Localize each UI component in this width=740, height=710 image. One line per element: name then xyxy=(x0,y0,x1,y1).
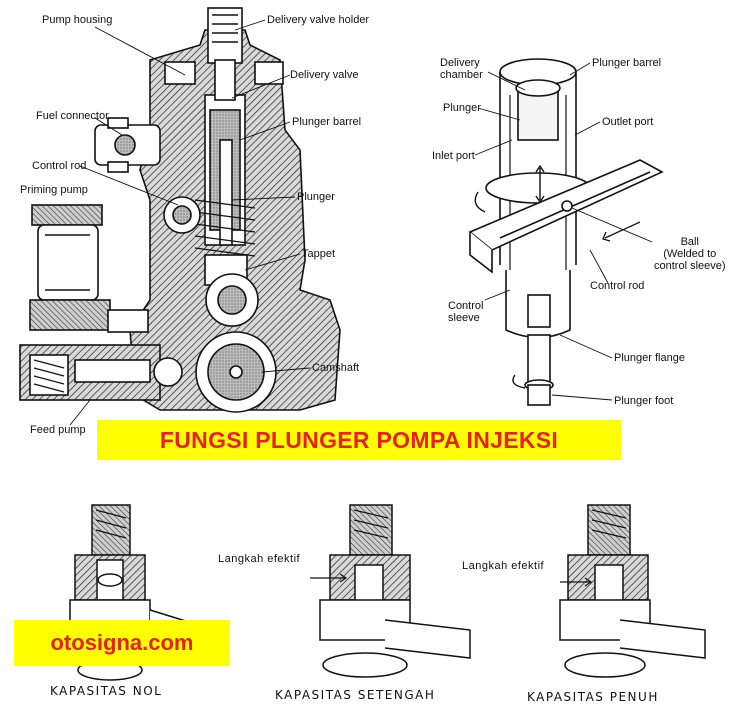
caption-zero-capacity: KAPASITAS NOL xyxy=(50,684,163,698)
caption-full-capacity: KAPASITAS PENUH xyxy=(527,690,659,704)
label-feed-pump: Feed pump xyxy=(30,424,86,436)
panel-full-art xyxy=(559,504,706,678)
label-effective-stroke-half: Langkah efektif xyxy=(218,553,301,565)
site-watermark: otosigna.com xyxy=(14,620,230,666)
left-leader-lines xyxy=(69,19,311,426)
label-control-rod-right: Control rod xyxy=(590,280,645,292)
label-inlet-port: Inlet port xyxy=(432,150,475,162)
label-plunger-barrel-left: Plunger barrel xyxy=(292,116,362,128)
label-plunger-foot: Plunger foot xyxy=(614,395,674,407)
label-plunger-flange: Plunger flange xyxy=(614,352,685,364)
label-effective-stroke-full: Langkah efektif xyxy=(462,560,545,572)
watermark-text: otosigna.com xyxy=(50,630,194,655)
title-banner: FUNGSI PLUNGER POMPA INJEKSI xyxy=(97,420,621,460)
plunger-barrel-diagram xyxy=(468,58,664,406)
label-delivery-valve-holder: Delivery valve holder xyxy=(267,14,370,26)
pump-cross-section xyxy=(19,7,341,413)
page-title: FUNGSI PLUNGER POMPA INJEKSI xyxy=(159,426,559,453)
label-control-sleeve: Control sleeve xyxy=(448,300,484,324)
label-plunger-right: Plunger xyxy=(443,102,481,114)
right-leader-lines xyxy=(474,62,653,401)
label-camshaft: Camshaft xyxy=(312,362,360,374)
label-tappet: Tappet xyxy=(302,248,336,260)
label-priming-pump: Priming pump xyxy=(20,184,88,196)
label-control-rod-left: Control rod xyxy=(32,160,87,172)
panel-half-art xyxy=(310,504,471,678)
label-fuel-connector: Fuel connector xyxy=(36,110,109,122)
label-delivery-valve: Delivery valve xyxy=(290,69,359,81)
label-outlet-port: Outlet port xyxy=(602,116,654,128)
caption-half-capacity: KAPASITAS SETENGAH xyxy=(275,688,436,702)
label-ball: Ball (Welded to control sleeve) xyxy=(654,236,726,272)
label-delivery-chamber: Delivery chamber xyxy=(440,57,483,81)
label-pump-housing: Pump housing xyxy=(42,14,113,26)
label-plunger-left: Plunger xyxy=(297,191,335,203)
label-plunger-barrel-right: Plunger barrel xyxy=(592,57,662,69)
